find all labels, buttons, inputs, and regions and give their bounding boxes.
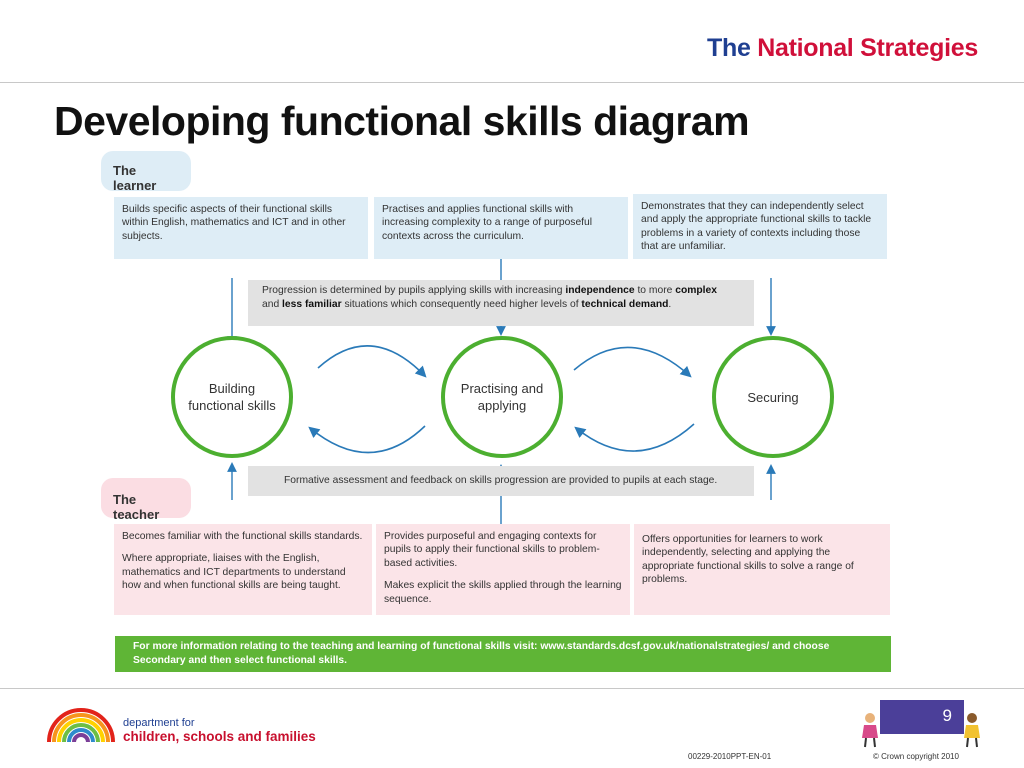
teacher-box-building: Becomes familiar with the functional ski… [114,524,372,615]
brand-the: The [707,34,751,62]
rainbow-logo-icon [47,708,115,743]
formative-note: Formative assessment and feedback on ski… [248,466,754,496]
learner-box-practising: Practises and applies functional skills … [374,197,628,259]
learner-label: The learner [101,151,191,193]
page-title: Developing functional skills diagram [54,98,750,144]
dcsf-logo-text: department for children, schools and fam… [123,717,316,744]
footer-divider [0,688,1024,689]
arrow-practising-to-securing [573,346,692,378]
child-figure-left-icon [862,713,878,748]
arrow-securing-to-practising [574,423,695,452]
learner-box-building: Builds specific aspects of their functio… [114,197,368,259]
stage-securing: Securing [712,336,834,458]
arrow-practising-to-building [308,425,426,454]
arrow-building-to-practising [317,345,427,378]
child-figure-right-icon [964,713,980,748]
header-divider [0,82,1024,83]
brand-logo: The National Strategies [707,34,978,63]
copyright-notice: © Crown copyright 2010 [873,752,959,761]
document-reference: 00229-2010PPT-EN-01 [688,752,772,761]
more-info-bar: For more information relating to the tea… [115,636,891,672]
progression-note: Progression is determined by pupils appl… [248,280,754,326]
learner-box-securing: Demonstrates that they can independently… [633,194,887,259]
page-number: 9 [880,700,964,734]
teacher-label: The teacher [101,478,191,522]
stage-practising: Practising and applying [441,336,563,458]
stage-building: Building functional skills [171,336,293,458]
teacher-box-securing: Offers opportunities for learners to wor… [634,524,890,615]
brand-name: National Strategies [757,34,978,62]
teacher-box-practising: Provides purposeful and engaging context… [376,524,630,615]
